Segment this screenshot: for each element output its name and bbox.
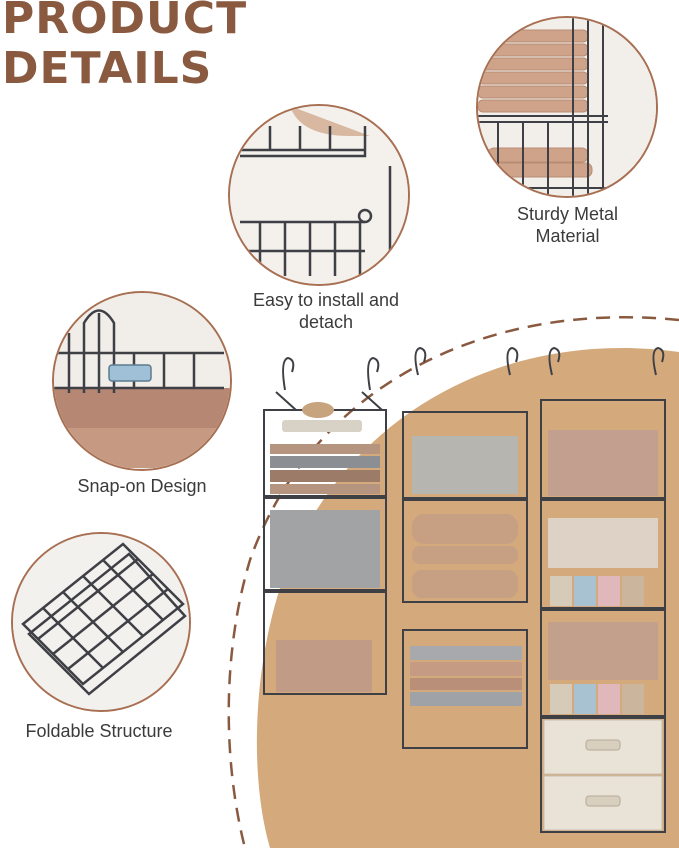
organizer-left-items bbox=[270, 402, 380, 692]
organizer-right-items bbox=[543, 430, 663, 831]
feature-caption-snap-on: Snap-on Design bbox=[77, 476, 207, 496]
folded-wire-panel-icon bbox=[13, 534, 189, 710]
organizer-right bbox=[540, 346, 666, 833]
stacked-towels-wire-icon bbox=[478, 18, 656, 196]
page-title: PRODUCT DETAILS bbox=[2, 0, 248, 94]
snap-clip-icon bbox=[54, 293, 230, 469]
feature-circle-snap-on bbox=[52, 291, 232, 471]
feature-caption-sturdy-metal: Sturdy Metal Material bbox=[516, 204, 619, 246]
feature-circle-sturdy-metal bbox=[476, 16, 658, 198]
feature-caption-foldable: Foldable Structure bbox=[25, 721, 173, 741]
organizer-left bbox=[263, 356, 387, 695]
organizer-middle-items bbox=[410, 436, 522, 706]
feature-circle-foldable bbox=[11, 532, 191, 712]
feature-circle-easy-install bbox=[228, 104, 410, 286]
feature-caption-easy-install: Easy to install and detach bbox=[252, 290, 400, 332]
organizer-middle bbox=[402, 346, 528, 749]
wire-shelf-hooks-icon bbox=[230, 106, 408, 284]
